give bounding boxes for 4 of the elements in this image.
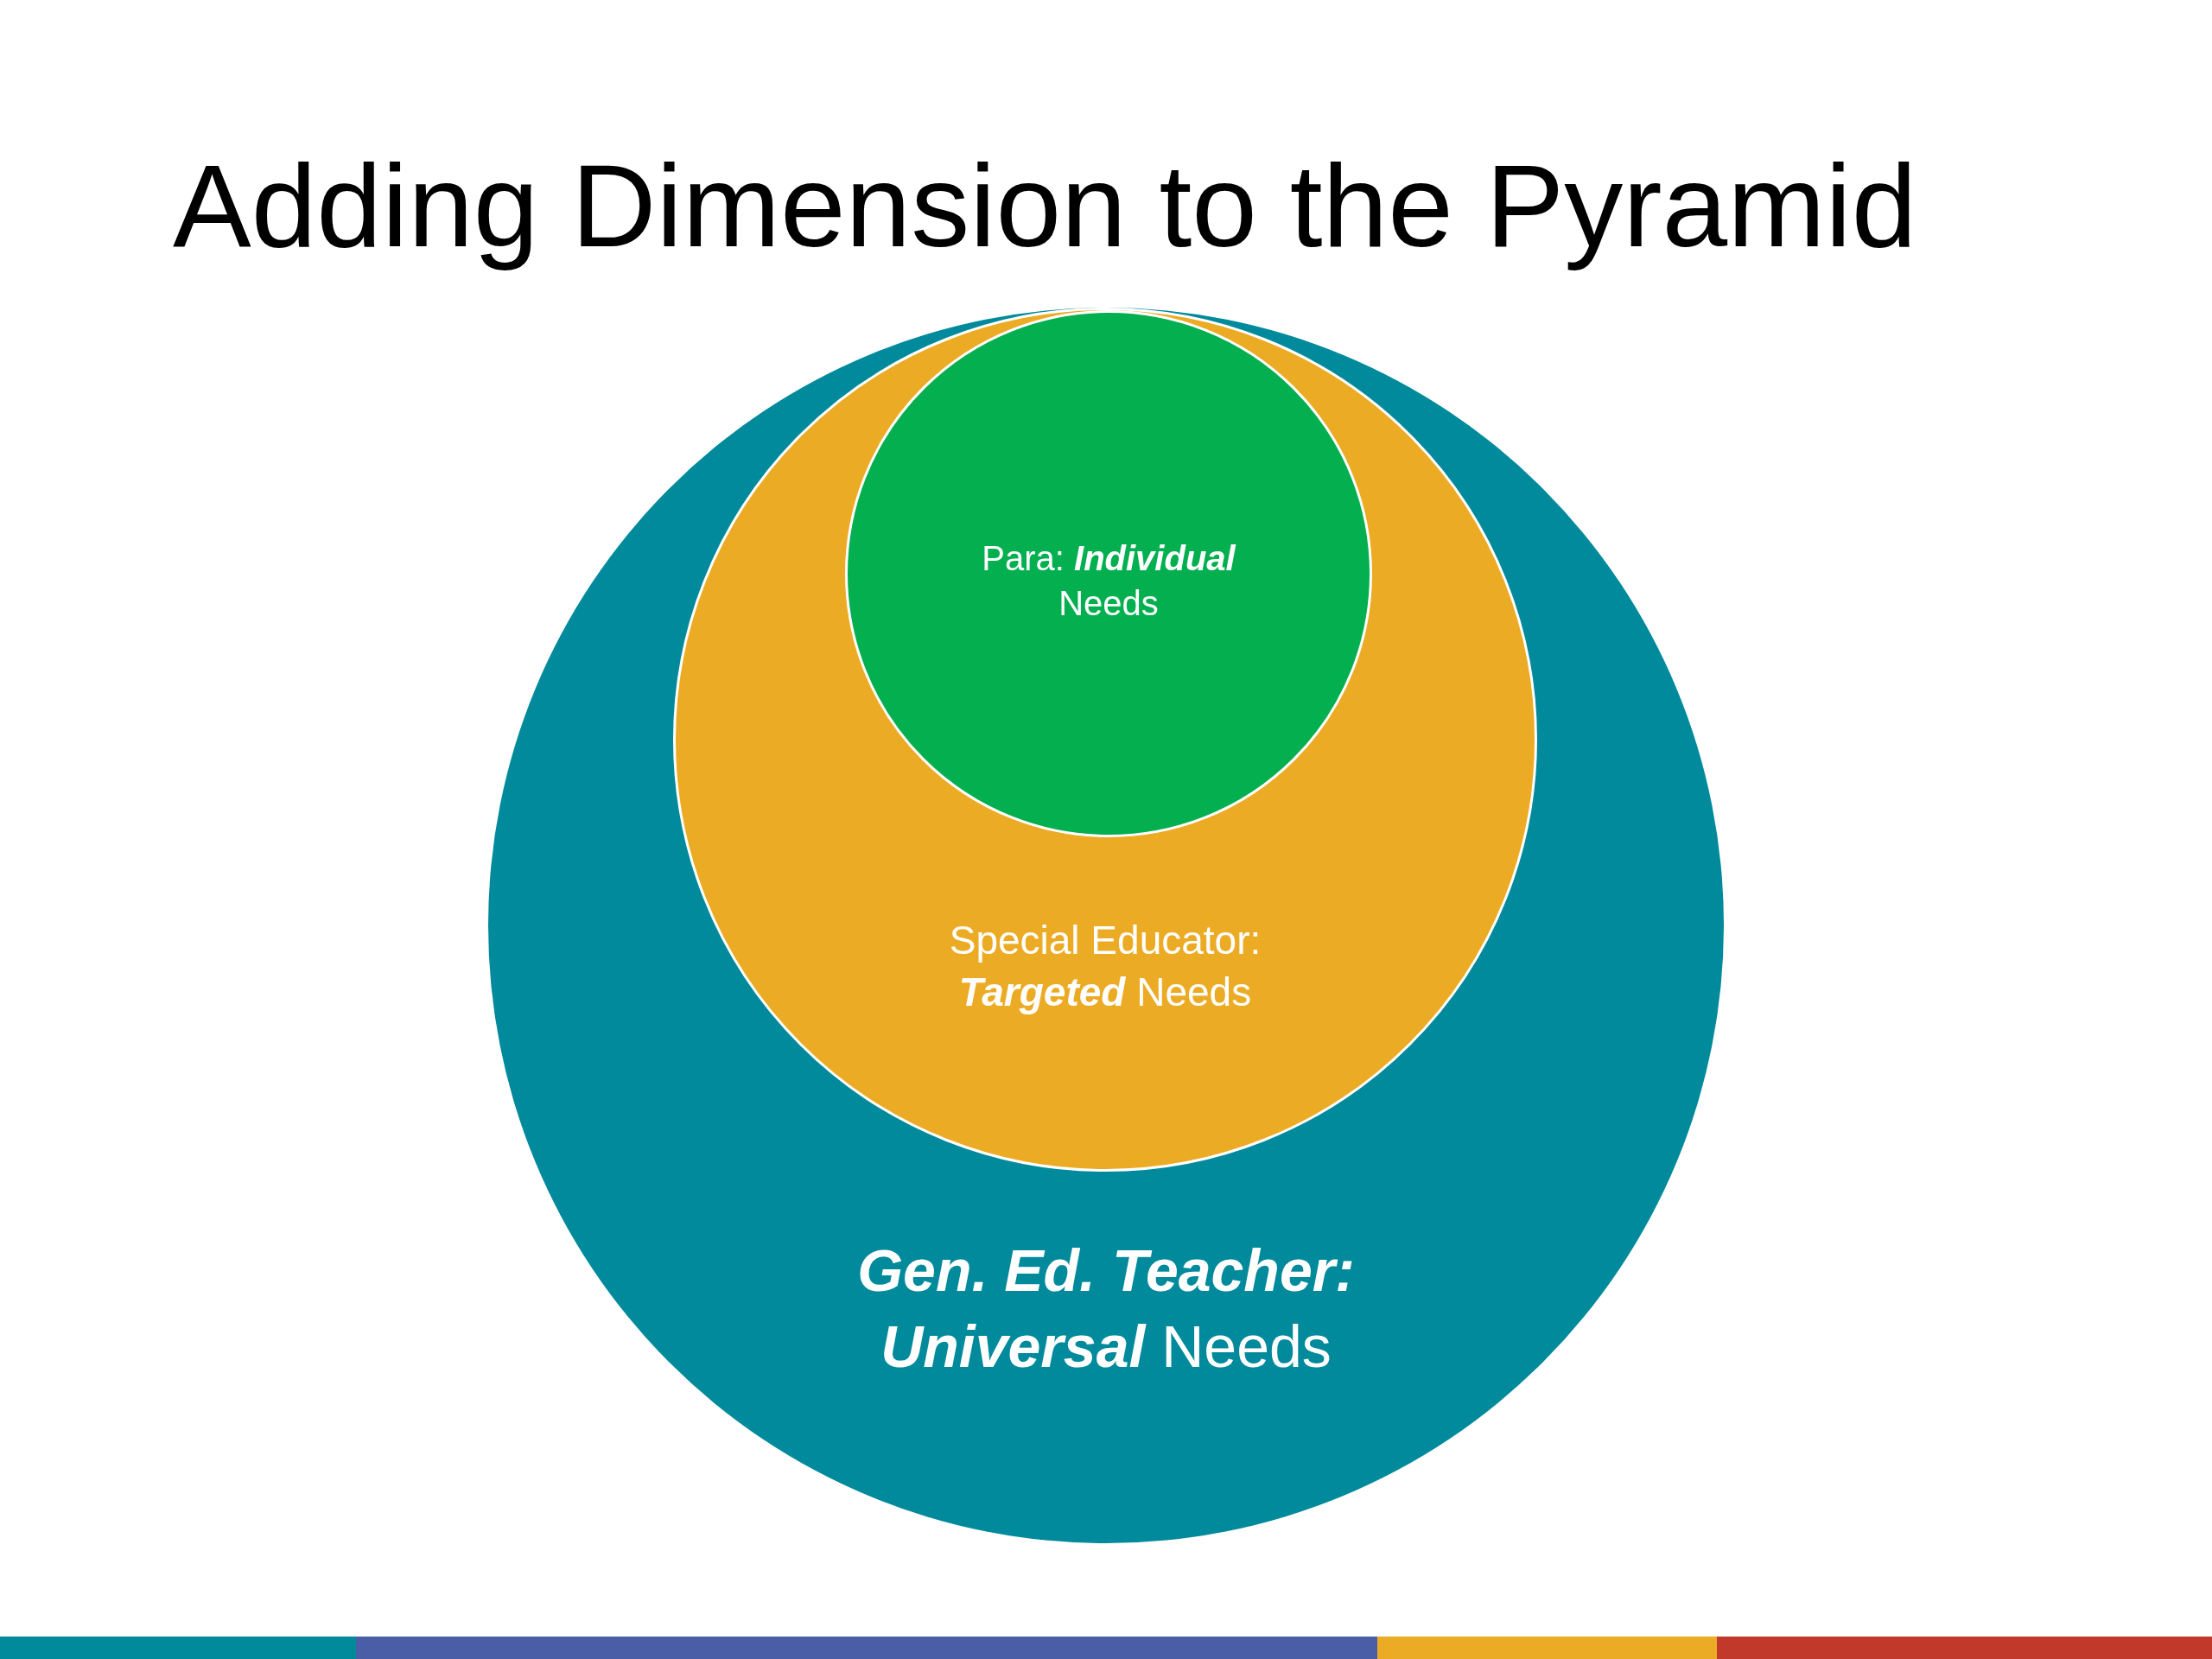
- circle-label: Para: Individual Needs: [981, 538, 1237, 624]
- slide-title: Adding Dimension to the Pyramid: [173, 139, 1917, 273]
- circle-label: Gen. Ed. Teacher: Universal Needs: [856, 1236, 1356, 1382]
- circle-label: Special Educator: Targeted Needs: [948, 917, 1262, 1016]
